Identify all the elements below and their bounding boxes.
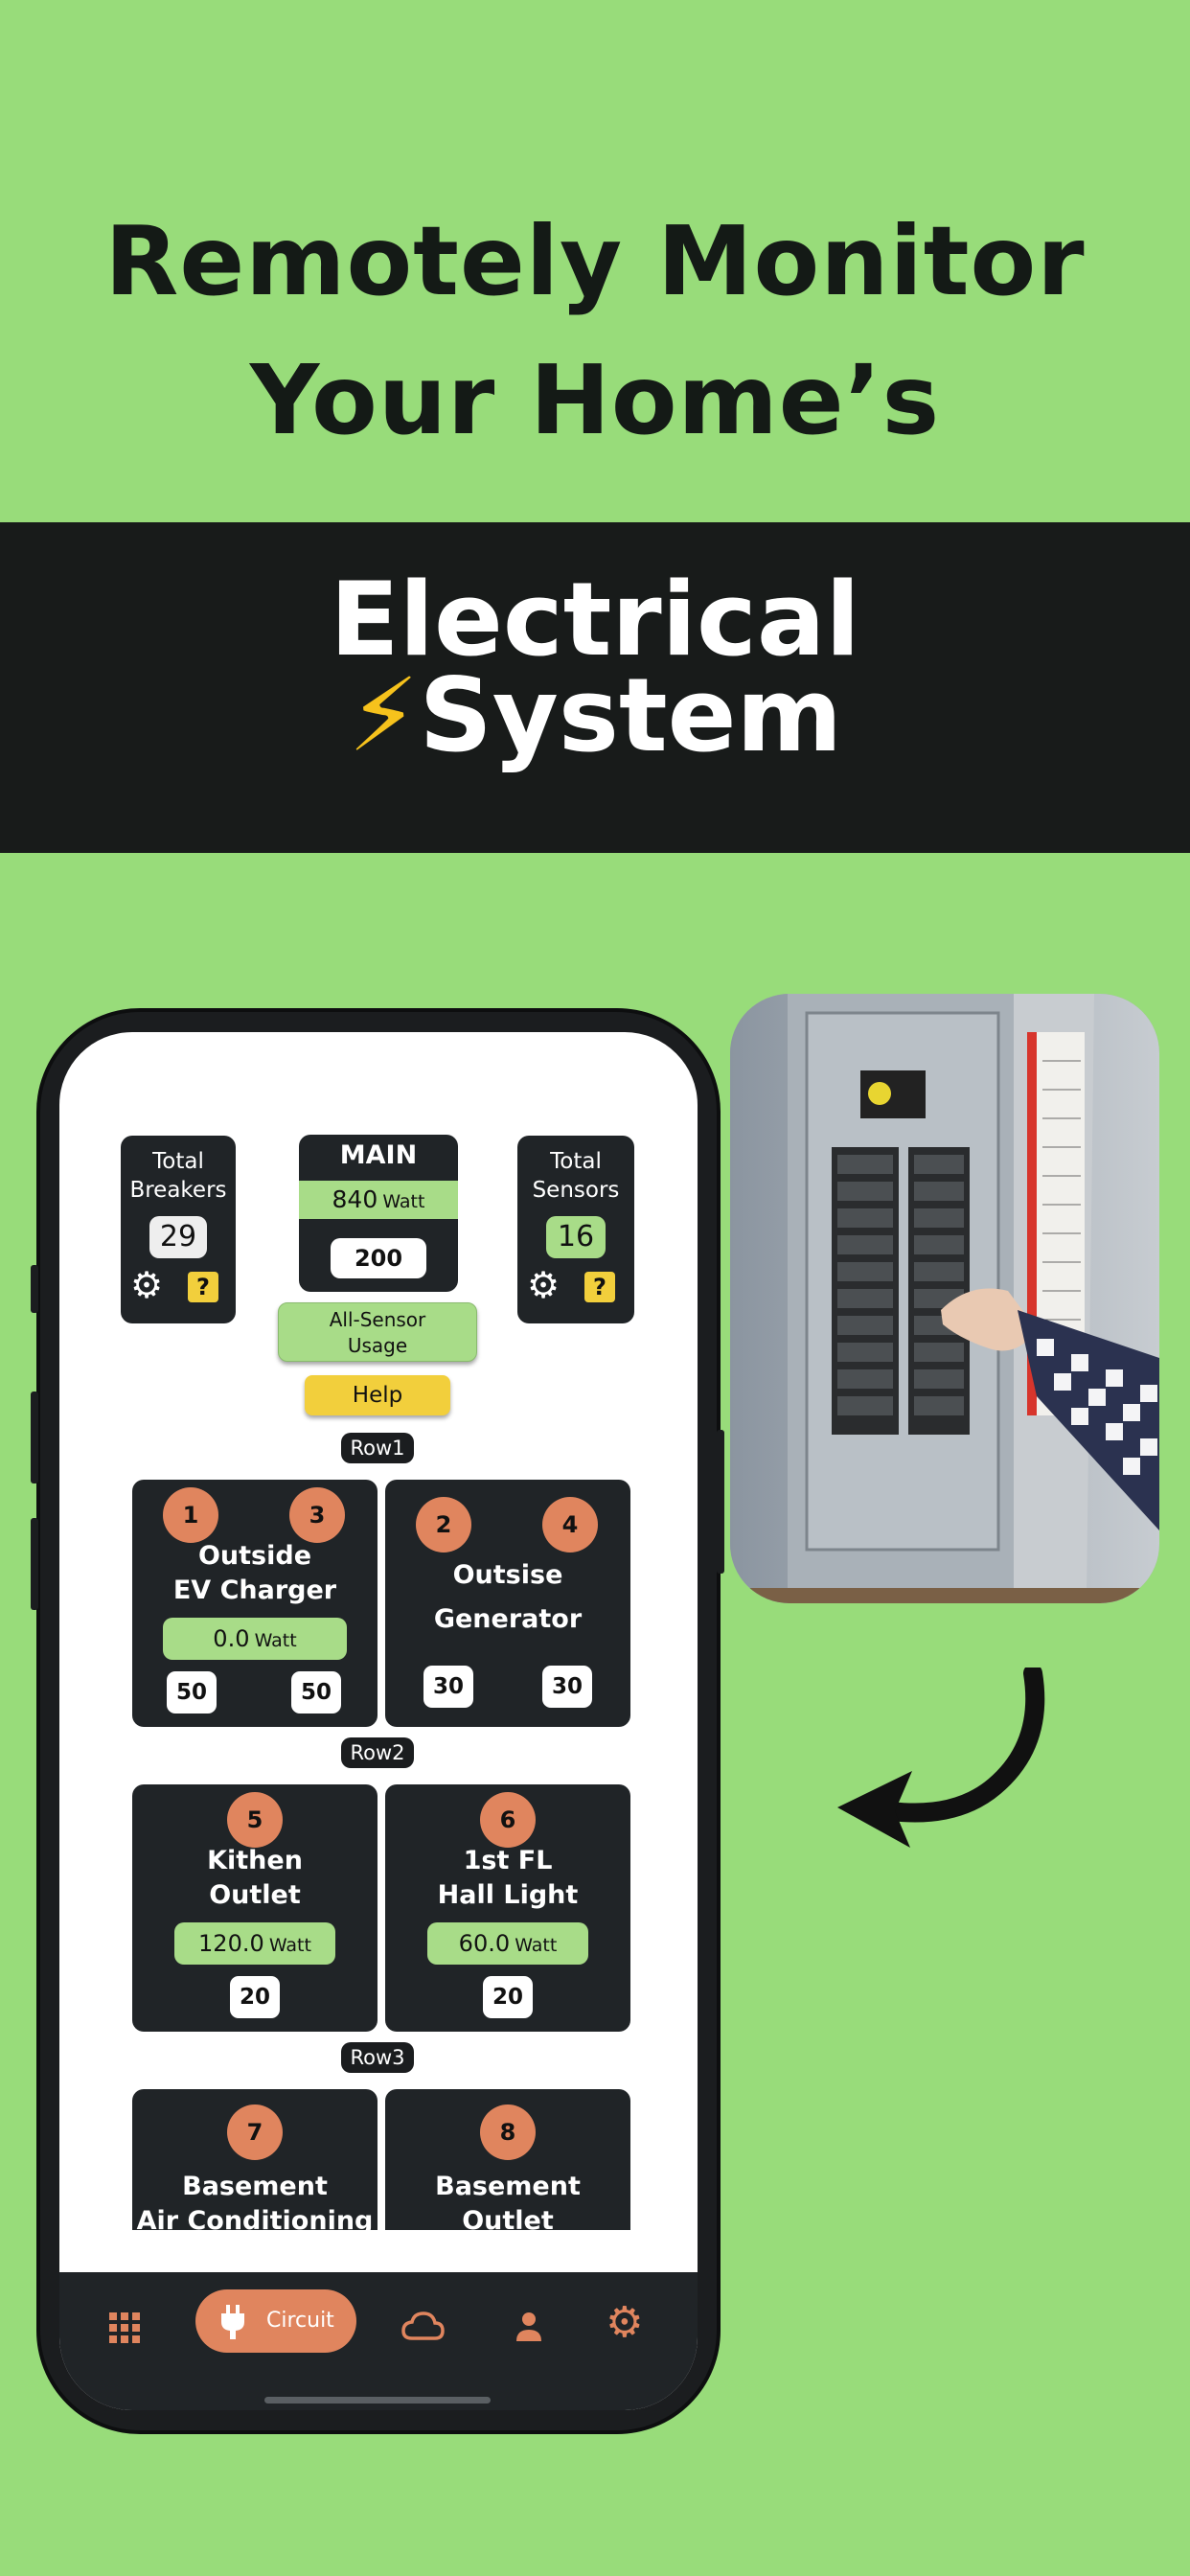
breaker-amps: 20 [230,1976,280,2018]
breaker-watt: 60.0 Watt [427,1922,588,1965]
plug-icon [218,2305,247,2343]
phone-side-button [31,1265,38,1313]
person-icon[interactable] [515,2311,543,2347]
headline: Remotely Monitor Your Home’s [0,192,1190,470]
breaker-number: 2 [416,1497,471,1552]
main-title: MAIN [339,1140,418,1170]
main-card[interactable]: MAIN 840 Watt 200 [299,1135,458,1292]
breaker-watt: 120.0 Watt [174,1922,335,1965]
breaker-tile-basement-ac[interactable]: 7 Basement Air Conditioning [132,2089,378,2230]
help-button[interactable]: Help [305,1375,450,1415]
breaker-title-line1: Basement [435,2172,581,2201]
lightning-icon: ⚡ [348,656,420,774]
breaker-tile-hall-light[interactable]: 6 1st FL Hall Light 60.0 Watt 20 [385,1784,630,2032]
breaker-tile-outside-ev-charger[interactable]: 1 3 Outside EV Charger 0.0 Watt 50 50 [132,1480,378,1727]
gear-icon[interactable]: ⚙ [130,1264,164,1306]
breaker-title-line1: Outside [197,1541,312,1571]
settings-icon[interactable]: ⚙ [606,2298,644,2347]
question-icon[interactable]: ? [188,1272,218,1302]
band-line1: Electrical [330,561,860,678]
grid-icon[interactable] [107,2311,142,2349]
band-line2: ⚡System [0,656,1190,774]
all-sensor-usage-button[interactable]: All-Sensor Usage [278,1302,477,1362]
circuit-tab-label: Circuit [266,2309,334,2333]
total-breakers-label2: Breakers [129,1178,227,1203]
breaker-watt-unit: Watt [268,1935,311,1956]
breaker-number: 8 [480,2104,536,2160]
breaker-title-line2: Air Conditioning [136,2206,374,2230]
breaker-title-line1: Outsise [452,1560,563,1590]
main-watt-unit: Watt [382,1191,425,1212]
all-sensor-line1: All-Sensor [329,1308,426,1331]
breaker-tile-basement-outlet[interactable]: 8 Basement Outlet [385,2089,630,2230]
bottom-nav: Circuit ⚙ [59,2272,698,2410]
breaker-number: 1 [163,1487,218,1543]
breaker-tile-kitchen-outlet[interactable]: 5 Kithen Outlet 120.0 Watt 20 [132,1784,378,2032]
breaker-title-line2: Generator [433,1604,583,1634]
breaker-amps: 50 [291,1671,341,1714]
breaker-title-line2: Outlet [462,2206,554,2230]
breaker-watt: 0.0 Watt [163,1618,347,1660]
total-breakers-card[interactable]: Total Breakers 29 ⚙ ? [121,1136,236,1323]
circuit-tab[interactable]: Circuit [195,2289,356,2353]
breaker-number: 4 [542,1497,598,1552]
total-sensors-count: 16 [546,1216,606,1258]
breaker-title-line1: 1st FL [463,1846,553,1875]
main-watt-bar: 840 Watt [299,1181,458,1219]
headline-line1: Remotely Monitor [104,205,1086,317]
main-amps: 200 [331,1238,426,1278]
breaker-amps: 30 [423,1666,473,1708]
title-band: Electrical ⚡System [0,522,1190,853]
total-breakers-label1: Total [152,1149,204,1174]
breaker-number: 5 [227,1792,283,1848]
breaker-watt-value: 60.0 [458,1930,511,1957]
breaker-amps: 20 [483,1976,533,2018]
cloud-icon[interactable] [400,2311,445,2345]
breaker-number: 7 [227,2104,283,2160]
home-indicator [264,2397,491,2404]
breaker-tile-outside-generator[interactable]: 2 4 Outsise Generator 30 30 [385,1480,630,1727]
headline-line2: Your Home’s [249,344,941,456]
gear-icon[interactable]: ⚙ [527,1264,561,1306]
breaker-watt-unit: Watt [515,1935,558,1956]
main-watt-value: 840 [332,1185,378,1213]
app-screen: Total Breakers 29 ⚙ ? MAIN 840 Watt 200 … [59,1032,698,2410]
breaker-watt-value: 0.0 [213,1625,250,1652]
breaker-title-line1: Basement [182,2172,328,2201]
total-sensors-label1: Total [550,1149,602,1174]
row-label: Row2 [341,1737,414,1768]
question-icon[interactable]: ? [584,1272,615,1302]
breaker-title-line1: Kithen [207,1846,303,1875]
phone-volume-down [31,1518,38,1610]
band-line2-text: System [419,656,842,774]
total-sensors-card[interactable]: Total Sensors 16 ⚙ ? [517,1136,634,1323]
breaker-amps: 30 [542,1666,592,1708]
breaker-number: 6 [480,1792,536,1848]
breaker-watt-unit: Watt [254,1630,297,1651]
total-breakers-count: 29 [149,1216,207,1258]
curved-arrow-icon [832,1664,1052,1853]
phone-power-button [717,1430,724,1574]
row-label: Row3 [341,2042,414,2073]
breaker-title-line2: EV Charger [172,1576,337,1605]
breaker-number: 3 [289,1487,345,1543]
breaker-watt-value: 120.0 [198,1930,264,1957]
breaker-panel-photo [730,994,1159,1603]
breaker-amps: 50 [167,1671,217,1714]
all-sensor-line2: Usage [347,1334,408,1357]
total-sensors-label2: Sensors [532,1178,620,1203]
breaker-title-line2: Outlet [209,1880,301,1910]
row-label: Row1 [341,1433,414,1463]
phone-volume-up [31,1392,38,1484]
breaker-title-line2: Hall Light [437,1880,579,1910]
